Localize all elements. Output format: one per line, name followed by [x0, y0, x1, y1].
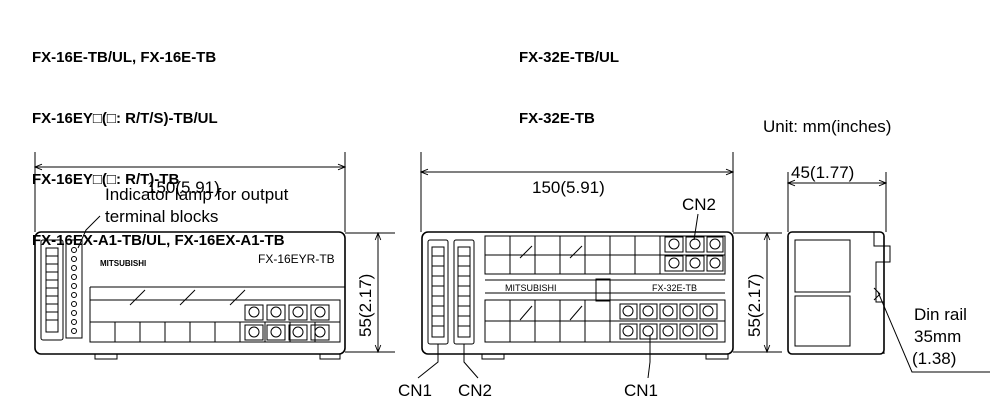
left-model-list: FX-16E-TB/UL, FX-16E-TB FX-16EY□(□: R/T/… — [32, 8, 285, 272]
model-line: FX-32E-TB/UL — [519, 49, 620, 66]
cn1-right-label: CN1 — [624, 381, 658, 400]
model-line: FX-16EY□(□: R/T)-TB — [32, 171, 180, 188]
din-rail-leader — [877, 291, 990, 373]
side-housing-outline — [787, 231, 885, 355]
cn2-bottom-label: CN2 — [458, 381, 492, 400]
model-line: FX-16EX-A1-TB/UL, FX-16EX-A1-TB — [32, 232, 285, 249]
cn1-left-leader — [417, 344, 439, 379]
brand-label: MITSUBISHI — [100, 259, 146, 268]
right-model-list: FX-32E-TB/UL FX-32E-TB — [519, 8, 619, 150]
depth-dimension-label: 45(1.77) — [791, 163, 854, 182]
brand-label: MITSUBISHI — [505, 283, 557, 293]
model-line: FX-16EY□(□: R/T/S)-TB/UL — [32, 110, 218, 127]
model-line: FX-16E-TB/UL, FX-16E-TB — [32, 49, 217, 66]
model-line: FX-32E-TB — [519, 110, 595, 127]
din-rail-label-line3: (1.38) — [912, 349, 956, 368]
lamp-note-line2: terminal blocks — [105, 207, 218, 226]
cn2-bottom-leader — [463, 344, 479, 379]
width-dimension-label: 150(5.91) — [147, 178, 220, 197]
height-dimension-label: 55(2.17) — [745, 274, 764, 337]
side-view — [787, 172, 990, 373]
unit-label: Unit: mm(inches) — [763, 117, 891, 136]
cn1-right-leader — [647, 336, 651, 379]
lamp-note-line1: Indicator lamp for output — [105, 185, 289, 204]
indicator-lamps — [71, 247, 77, 334]
din-rail-label-line1: Din rail — [914, 305, 967, 324]
model-label: FX-16EYR-TB — [258, 252, 335, 266]
cn2-top-leader — [693, 213, 699, 241]
screw-terminals — [244, 304, 330, 341]
height-dimension-label: 55(2.17) — [356, 274, 375, 337]
upper-screw-terminals — [664, 236, 724, 272]
cn2-top-label: CN2 — [682, 195, 716, 214]
cn1-left-label: CN1 — [398, 381, 432, 400]
din-rail-label-line2: 35mm — [914, 327, 961, 346]
middle-terminal-block-view — [417, 152, 782, 379]
lower-screw-terminals — [619, 303, 718, 340]
lamp-leader-line — [77, 215, 101, 249]
left-terminal-block-view — [34, 152, 395, 360]
unit-body-outline — [34, 231, 346, 355]
width-dimension-label: 150(5.91) — [532, 178, 605, 197]
model-label: FX-32E-TB — [652, 283, 697, 293]
unit-body-outline — [421, 231, 734, 355]
